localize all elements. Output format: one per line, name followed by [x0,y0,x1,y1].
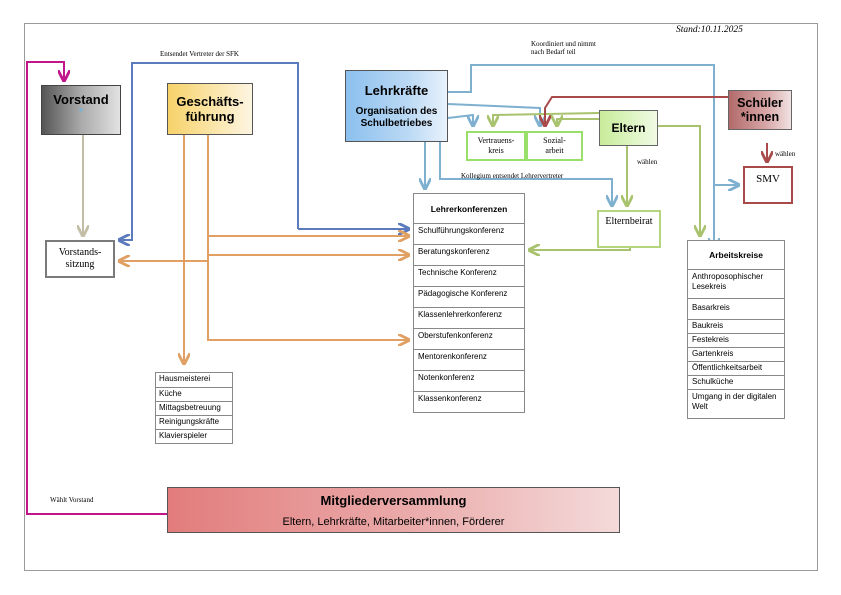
mv-subtitle: Eltern, Lehrkräfte, Mitarbeiter*innen, F… [282,515,505,528]
vorstand-title: Vorstand [53,92,109,107]
arbeitskreis-item[interactable]: Gartenkreis [688,347,784,361]
lehrerkonferenzen-table: Lehrerkonferenzen Schulführungskonferenz… [413,193,525,413]
lk-title: Lehrkräfte [364,82,429,98]
line-eltern-sozialarbeit [557,119,599,125]
lk-subtitle-1: Organisation des [355,105,438,117]
label-waehlt-vorstand: Wählt Vorstand [50,496,94,504]
verwaltung-item[interactable]: Küche [156,387,232,401]
arbeitskreis-item[interactable]: Basarkreis [688,298,784,319]
gf-title-1: Geschäfts- [176,94,244,109]
lehrerkonferenzen-header: Lehrerkonferenzen [430,203,508,214]
lehrerkonferenz-item[interactable]: Notenkonferenz [414,370,524,391]
node-elternbeirat[interactable]: Elternbeirat [597,210,661,248]
eltern-title: Eltern [611,121,646,135]
diagram-frame [24,23,818,571]
smv-title: SMV [756,173,780,185]
lehrerkonferenz-item[interactable]: Technische Konferenz [414,265,524,286]
vs-line-1: Vorstands- [58,247,102,258]
lehrerkonferenz-item[interactable]: Pädagogische Konferenz [414,286,524,307]
line-lk-elternbeirat [439,142,612,205]
line-lk-vertrauenskreis [447,113,473,125]
verwaltung-item[interactable]: Reinigungskräfte [156,415,232,429]
node-smv[interactable]: SMV [743,166,793,204]
line-eltern-arbeitskreise [658,125,700,235]
lehrerkonferenz-item[interactable]: Schulführungskonferenz [414,223,524,244]
lehrerkonferenz-item[interactable]: Klassenkonferenz [414,391,524,412]
node-eltern[interactable]: Eltern [599,110,658,146]
node-mitgliederversammlung[interactable]: Mitgliederversammlung Eltern, Lehrkräfte… [167,487,620,533]
verwaltung-table: Hausmeisterei Küche Mittagsbetreuung Rei… [155,372,233,444]
line-lk-koordiniert [448,64,714,248]
chevron-down-icon: ▼ [77,106,85,115]
line-eltern-vertrauenskreis [493,112,600,125]
arbeitskreis-item[interactable]: Anthroposophischer Lesekreis [688,269,784,298]
stand-date: Stand:10.11.2025 [676,25,743,35]
arbeitskreis-item[interactable]: Schulküche [688,375,784,389]
line-elternbeirat-beratung [530,248,631,250]
line-gf-right [207,135,408,340]
label-koordiniert-1: Koordiniert und nimmt [531,40,596,48]
verwaltung-item[interactable]: Mittagsbetreuung [156,401,232,415]
lk-subtitle-2: Schulbetriebes [360,117,433,129]
arbeitskreis-item[interactable]: Baukreis [688,319,784,333]
node-lehrkraefte[interactable]: Lehrkräfte Organisation des Schulbetrieb… [345,70,448,142]
verwaltung-item[interactable]: Hausmeisterei [159,374,211,383]
mv-title: Mitgliederversammlung [320,492,467,508]
line-schueler-sozialarbeit [545,96,728,125]
lehrerkonferenz-item[interactable]: Oberstufenkonferenz [414,328,524,349]
arbeitskreise-table: Arbeitskreise Anthroposophischer Lesekre… [687,240,785,419]
label-waehlen-schueler: wählen [775,150,796,158]
arbeitskreis-item[interactable]: Festekreis [688,333,784,347]
node-vorstandssitzung[interactable]: Vorstands- sitzung [45,240,115,278]
lehrerkonferenz-item[interactable]: Beratungskonferenz [414,244,524,265]
sa-line-2: arbeit [545,146,564,155]
node-geschaeftsfuehrung[interactable]: Geschäfts- führung [167,83,253,135]
node-schueler[interactable]: Schüler *innen [728,90,792,130]
vs-line-2: sitzung [65,259,95,270]
label-waehlen-eltern: wählen [637,158,658,166]
label-entsendet-sfk: Entsendet Vertreter der SFK [160,50,239,58]
node-sozialarbeit[interactable]: Sozial- arbeit [526,131,583,161]
arbeitskreise-header: Arbeitskreise [709,250,763,260]
eb-title: Elternbeirat [605,216,653,227]
arbeitskreis-item[interactable]: Öffentlichkeitsarbeit [688,361,784,375]
vk-line-2: kreis [488,146,504,155]
schueler-title-1: Schüler [737,96,783,110]
sa-line-1: Sozial- [543,136,566,145]
vk-line-1: Vertrauens- [477,136,515,145]
line-sfk [120,62,299,240]
lehrerkonferenz-item[interactable]: Klassenlehrerkonferenz [414,307,524,328]
node-vertrauenskreis[interactable]: Vertrauens- kreis [466,131,526,161]
line-waehlt-vorstand [26,61,167,515]
node-vorstand[interactable]: Vorstand ▼ [41,85,121,135]
label-kollegium: Kollegium entsendet Lehrervertreter [461,172,564,180]
schueler-title-2: *innen [740,110,780,124]
arbeitskreis-item[interactable]: Umgang in der digitalen Welt [688,389,784,418]
gf-title-2: führung [185,109,235,124]
lehrerkonferenz-item[interactable]: Mentorenkonferenz [414,349,524,370]
label-koordiniert-2: nach Bedarf teil [531,48,576,56]
verwaltung-item[interactable]: Klavierspieler [156,429,232,443]
